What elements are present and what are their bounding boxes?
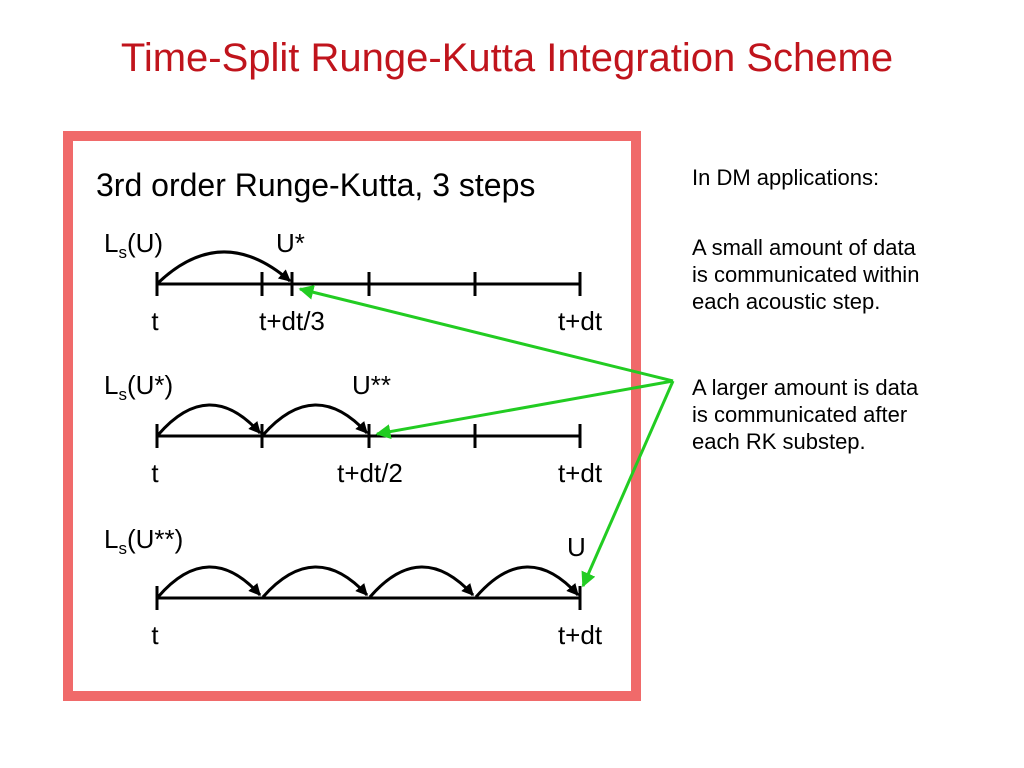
diagram-heading: 3rd order Runge-Kutta, 3 steps — [96, 167, 535, 203]
substep-arc-row-3 — [368, 565, 475, 598]
substep-arc-row-2 — [261, 403, 369, 436]
notes-large-data: A larger amount is data is communicated … — [692, 374, 1012, 455]
rk-step-row-3: Ls(U**) U t t+dt — [104, 524, 603, 650]
tick-label-mid-row-2: t+dt/2 — [337, 458, 403, 488]
tick-label-end-row-1: t+dt — [558, 306, 603, 336]
pointer-arrow — [298, 284, 674, 383]
result-label-row-2: U** — [352, 370, 391, 400]
tick-label-start-row-1: t — [151, 306, 159, 336]
result-label-row-1: U* — [276, 228, 305, 258]
note-line: each acoustic step. — [692, 289, 881, 314]
diagram-frame — [63, 131, 641, 701]
substep-arc-row-2 — [156, 403, 262, 436]
tick-label-end-row-2: t+dt — [558, 458, 603, 488]
substep-arc-row-3 — [156, 565, 262, 598]
substep-arc-row-3 — [261, 565, 369, 598]
operator-label-row-2: Ls(U*) — [104, 370, 173, 404]
tick-label-start-row-3: t — [151, 620, 159, 650]
note-line: A larger amount is data — [692, 375, 919, 400]
result-label-row-3: U — [567, 532, 586, 562]
notes-intro: In DM applications: — [692, 165, 880, 190]
pointer-arrows — [298, 284, 675, 588]
operator-label-row-1: Ls(U) — [104, 228, 163, 262]
tick-label-mid-row-1: t+dt/3 — [259, 306, 325, 336]
substep-arc-row-3 — [474, 565, 580, 598]
tick-label-end-row-3: t+dt — [558, 620, 603, 650]
tick-label-start-row-2: t — [151, 458, 159, 488]
pointer-arrow — [581, 380, 675, 588]
pointer-arrow — [375, 379, 674, 440]
rk-step-row-2: Ls(U*) U** t t+dt/2 t+dt — [104, 370, 603, 488]
note-line: each RK substep. — [692, 429, 866, 454]
operator-label-row-3: Ls(U**) — [104, 524, 183, 558]
note-line: is communicated after — [692, 402, 908, 427]
rk-step-row-1: Ls(U) U* t t+dt/3 t+dt — [104, 228, 603, 336]
notes-small-data: A small amount of data is communicated w… — [692, 234, 1012, 315]
slide-title: Time-Split Runge-Kutta Integration Schem… — [120, 36, 894, 80]
substep-arc-row-1 — [156, 250, 291, 285]
note-line: A small amount of data — [692, 235, 916, 260]
note-line: is communicated within — [692, 262, 920, 287]
